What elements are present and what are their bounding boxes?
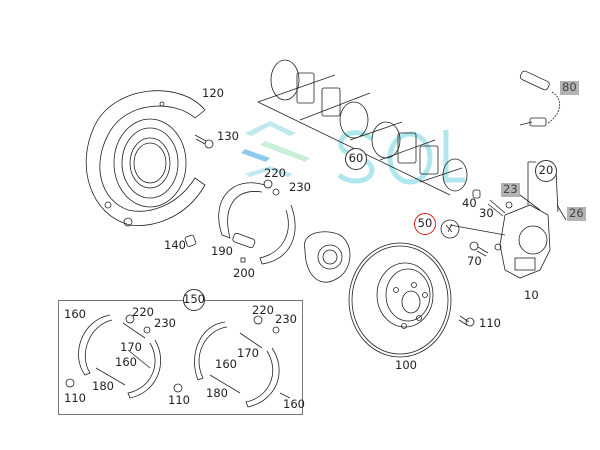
callout-110-disc[interactable]: 110: [479, 316, 501, 330]
callout-26[interactable]: 26: [567, 206, 586, 221]
callout-230-kit-right[interactable]: 230: [275, 312, 297, 326]
callout-120[interactable]: 120: [202, 86, 224, 100]
shoe-kit-left: [65, 314, 183, 399]
callout-200[interactable]: 200: [233, 266, 255, 280]
callout-170-kit-left[interactable]: 170: [120, 340, 142, 354]
bleeder-40-30: [472, 189, 506, 217]
callout-180-kit-left[interactable]: 180: [92, 379, 114, 393]
leader-lines: [449, 161, 567, 236]
wear-sensor: [519, 70, 561, 127]
bolt-130: [194, 134, 214, 149]
callout-230-kit-left[interactable]: 230: [154, 316, 176, 330]
callout-10[interactable]: 10: [524, 288, 539, 302]
callout-110-kit-left-b[interactable]: 110: [168, 393, 190, 407]
callout-160-kit-left-a[interactable]: 160: [64, 307, 86, 321]
brake-pad-set: [257, 59, 468, 196]
callout-220-top[interactable]: 220: [264, 166, 286, 180]
watermark-logo: [241, 121, 310, 177]
shoe-kit-right: [194, 315, 291, 408]
callout-160-kit-right-a[interactable]: 160: [215, 357, 237, 371]
callout-60[interactable]: 60: [345, 148, 367, 170]
callout-70[interactable]: 70: [467, 254, 482, 268]
caliper: [494, 201, 551, 279]
callout-30[interactable]: 30: [479, 206, 494, 220]
clip-50: [440, 219, 460, 239]
bolt-110-disc: [458, 315, 475, 327]
brake-disc: [348, 242, 452, 358]
callout-230-top[interactable]: 230: [289, 180, 311, 194]
callout-220-kit-left[interactable]: 220: [132, 305, 154, 319]
callout-100[interactable]: 100: [395, 358, 417, 372]
shoe-kit-box: [58, 300, 303, 415]
callout-130[interactable]: 130: [217, 129, 239, 143]
bolt-70: [469, 241, 489, 257]
callout-80[interactable]: 80: [560, 80, 579, 95]
wheel-hub: [304, 231, 351, 283]
callout-220-kit-right[interactable]: 220: [252, 303, 274, 317]
callout-160-kit-left-b[interactable]: 160: [115, 355, 137, 369]
plug-140: [184, 234, 197, 247]
callout-160-kit-right-b[interactable]: 160: [283, 397, 305, 411]
callout-180-kit-right[interactable]: 180: [206, 386, 228, 400]
callout-150[interactable]: 150: [183, 289, 205, 311]
parking-brake-shoes: [218, 179, 296, 265]
callout-170-kit-right[interactable]: 170: [237, 346, 259, 360]
callout-50-selected[interactable]: 50: [414, 213, 436, 235]
callout-23[interactable]: 23: [501, 182, 520, 197]
callout-140[interactable]: 140: [164, 238, 186, 252]
backing-plate: [85, 90, 206, 227]
callout-20[interactable]: 20: [535, 160, 557, 182]
callout-190[interactable]: 190: [211, 244, 233, 258]
callout-40[interactable]: 40: [462, 196, 477, 210]
callout-110-kit-left-a[interactable]: 110: [64, 391, 86, 405]
